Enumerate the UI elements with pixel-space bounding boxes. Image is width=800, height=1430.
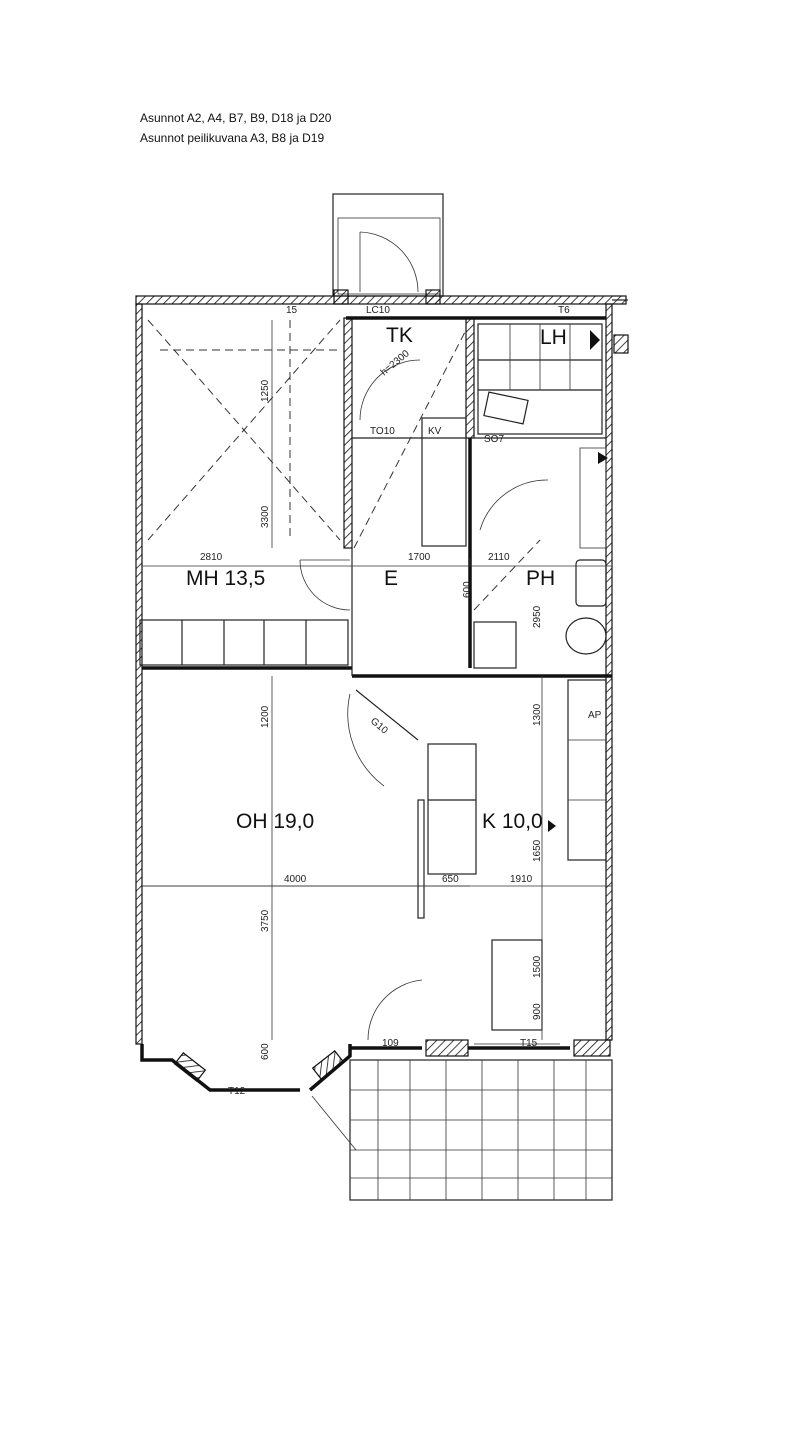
outer-walls [135,295,629,1092]
room-label-tk: TK [386,324,413,347]
door-label-t15: T15 [520,1038,538,1049]
dim-1250: 1250 [260,379,271,402]
living-oh [142,676,470,1041]
sauna-lh [477,323,603,435]
door-label-t12: T12 [228,1086,246,1097]
kitchen-k [417,676,607,1045]
height-label: h=2300 [379,348,412,378]
room-label-lh: LH [540,326,567,349]
room-label-e: E [384,567,398,590]
plan-caption-line-2: Asunnot peilikuvana A3, B8 ja D19 [140,131,325,145]
dim-600b: 600 [462,581,473,598]
door-label-g10: G10 [368,716,390,737]
terrace [311,1059,613,1201]
door-label-to10: TO10 [370,426,395,437]
dim-2110: 2110 [488,552,510,563]
room-label-mh: MH 13,5 [186,567,265,590]
door-label-lc10: LC10 [366,305,390,316]
dim-3750: 3750 [260,909,271,932]
dim-1500: 1500 [532,955,543,978]
dim-600: 600 [260,1043,271,1060]
interior-walls [142,316,612,678]
door-label-15: 15 [286,305,298,316]
door-label-t6: T6 [558,305,570,316]
room-label-ph: PH [526,567,555,590]
dim-650: 650 [442,874,459,885]
room-label-oh: OH 19,0 [236,810,314,833]
plan-caption-line-1: Asunnot A2, A4, B7, B9, D18 ja D20 [140,111,332,125]
closet-tk [353,329,467,549]
dim-4000: 4000 [284,874,307,885]
dim-1300: 1300 [532,703,543,726]
fixture-label-kv: KV [428,426,442,437]
dim-1700: 1700 [408,552,431,563]
dim-1200: 1200 [260,705,271,728]
dim-900: 900 [532,1003,543,1020]
bedroom-mh [139,319,351,666]
dimension-lines [142,558,612,887]
fixture-label-ap: AP [588,710,602,721]
room-label-k: K 10,0 [482,810,543,833]
dim-2950: 2950 [532,605,543,628]
balcony-top [332,193,444,305]
bathroom-ph [473,447,608,669]
dim-1910: 1910 [510,874,533,885]
dim-3300: 3300 [260,505,271,528]
dim-1650: 1650 [532,839,543,862]
dim-2810: 2810 [200,552,223,563]
door-label-109: 109 [382,1038,399,1049]
door-label-so7: SO7 [484,434,504,445]
